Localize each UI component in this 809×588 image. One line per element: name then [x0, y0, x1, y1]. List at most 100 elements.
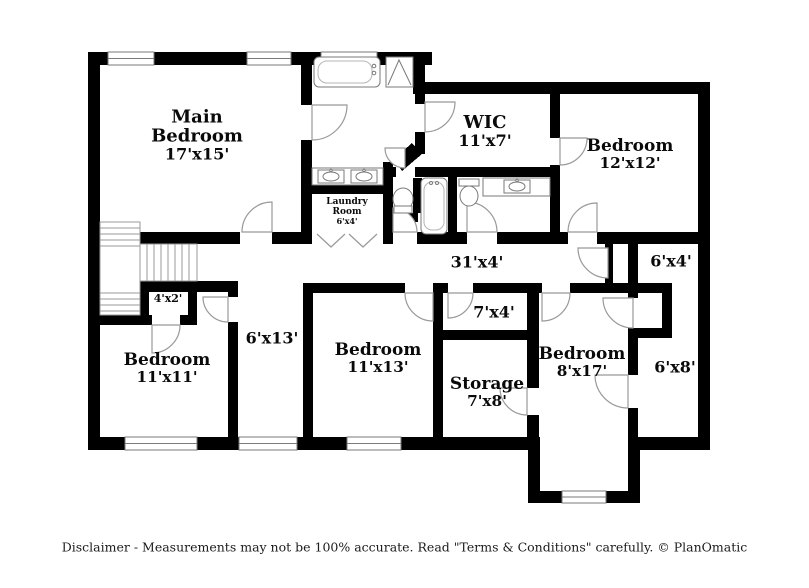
- wall: [628, 408, 638, 437]
- room-dims: 11'x13': [347, 357, 409, 376]
- wall: [662, 283, 672, 338]
- door-arc: [541, 292, 571, 322]
- window: [246, 51, 292, 66]
- wall: [415, 94, 425, 104]
- room-name: Bedroom: [123, 349, 211, 370]
- room-dims: 6'x13': [245, 328, 299, 348]
- room-label-area-6x8: 6'x8': [654, 357, 696, 377]
- room-label-bedroom-11x13: Bedroom 11'x13': [335, 341, 422, 375]
- wall: [413, 178, 422, 213]
- wall: [433, 330, 537, 340]
- room-label-bedroom-12x12: Bedroom 12'x12': [587, 137, 674, 171]
- wall: [303, 283, 313, 437]
- wall: [228, 291, 238, 297]
- wall: [140, 232, 240, 244]
- room-dims: 6'x8': [654, 357, 696, 377]
- wall: [301, 185, 393, 194]
- wall: [303, 283, 405, 293]
- window: [238, 436, 298, 451]
- room-label-main-bedroom: Main Bedroom 17'x15': [145, 107, 249, 162]
- wall: [628, 238, 638, 298]
- toilet: [392, 187, 414, 214]
- door-arc: [559, 137, 588, 166]
- door-arc: [311, 104, 348, 141]
- room-name: Bedroom: [538, 343, 626, 364]
- door-arc: [602, 297, 634, 329]
- wall: [383, 162, 393, 232]
- wall: [550, 82, 560, 138]
- shower: [385, 56, 414, 88]
- wall: [550, 165, 560, 244]
- room-dims: 7'x4': [473, 302, 515, 322]
- door-arc: [404, 292, 434, 322]
- door-arc: [466, 201, 498, 233]
- wall: [605, 244, 613, 286]
- room-name: WIC: [463, 111, 507, 133]
- bifold-doors: [316, 233, 378, 248]
- room-name: Bedroom: [586, 135, 674, 156]
- wall: [180, 315, 197, 325]
- wall: [88, 52, 100, 450]
- room-label-closet-6x4: 6'x4': [650, 251, 692, 271]
- wall: [389, 167, 396, 177]
- room-label-hallway: 31'x4': [450, 252, 504, 272]
- disclaimer-text: Disclaimer - Measurements may not be 100…: [61, 539, 748, 555]
- room-dims: 11'x11': [136, 367, 198, 386]
- door-arc: [384, 147, 406, 169]
- wall: [698, 82, 710, 450]
- wall: [628, 338, 638, 375]
- wall: [415, 132, 425, 154]
- walls: [88, 52, 710, 503]
- sink-vanity: [482, 177, 551, 197]
- door-arc: [202, 296, 229, 323]
- wall: [140, 281, 149, 325]
- door-arc: [447, 292, 474, 319]
- wall: [88, 437, 540, 450]
- room-dims: 31'x4': [450, 252, 504, 272]
- wall: [497, 232, 553, 244]
- door-arc: [499, 387, 528, 416]
- staircase: [99, 221, 198, 316]
- wall: [383, 232, 393, 244]
- room-dims: 7'x8': [467, 391, 507, 410]
- room-dims: 17'x15': [164, 144, 230, 164]
- wall: [188, 281, 197, 325]
- window: [107, 51, 155, 66]
- wall: [628, 437, 640, 503]
- toilet-2: [458, 178, 480, 207]
- door-arc: [424, 101, 456, 133]
- door-arc: [241, 201, 273, 233]
- room-name: Storage: [449, 373, 525, 394]
- room-label-bedroom-8x17: Bedroom 8'x17': [539, 345, 626, 379]
- wall: [553, 232, 568, 244]
- wall: [88, 315, 140, 325]
- door-swings: [151, 101, 634, 416]
- room-name: Bedroom: [334, 339, 422, 360]
- room-dims: 12'x12': [599, 153, 661, 172]
- room-label-bedroom-11x11: Bedroom 11'x11': [124, 351, 211, 385]
- wall: [228, 322, 238, 437]
- bathtub: [313, 56, 381, 88]
- double-sink-vanity: [311, 167, 384, 186]
- room-label-wic: WIC 11'x7': [458, 113, 511, 149]
- room-dims: 6'x4': [650, 251, 692, 271]
- wall: [628, 328, 672, 338]
- room-dims: 6'x4': [336, 216, 358, 227]
- room-name: Main Bedroom: [151, 106, 243, 147]
- door-arc: [594, 374, 629, 409]
- wall: [448, 177, 457, 233]
- wall: [417, 232, 467, 244]
- wall: [415, 167, 560, 177]
- wall: [628, 437, 710, 450]
- door-arc: [151, 324, 181, 354]
- wall: [528, 437, 540, 503]
- fixtures: [311, 56, 551, 235]
- wall: [473, 283, 542, 293]
- window: [561, 490, 607, 504]
- wall: [527, 415, 539, 437]
- wall: [527, 283, 539, 388]
- room-dims: 8'x17': [556, 361, 608, 380]
- room-name: Laundry Room: [326, 197, 368, 217]
- door-arc: [577, 247, 609, 279]
